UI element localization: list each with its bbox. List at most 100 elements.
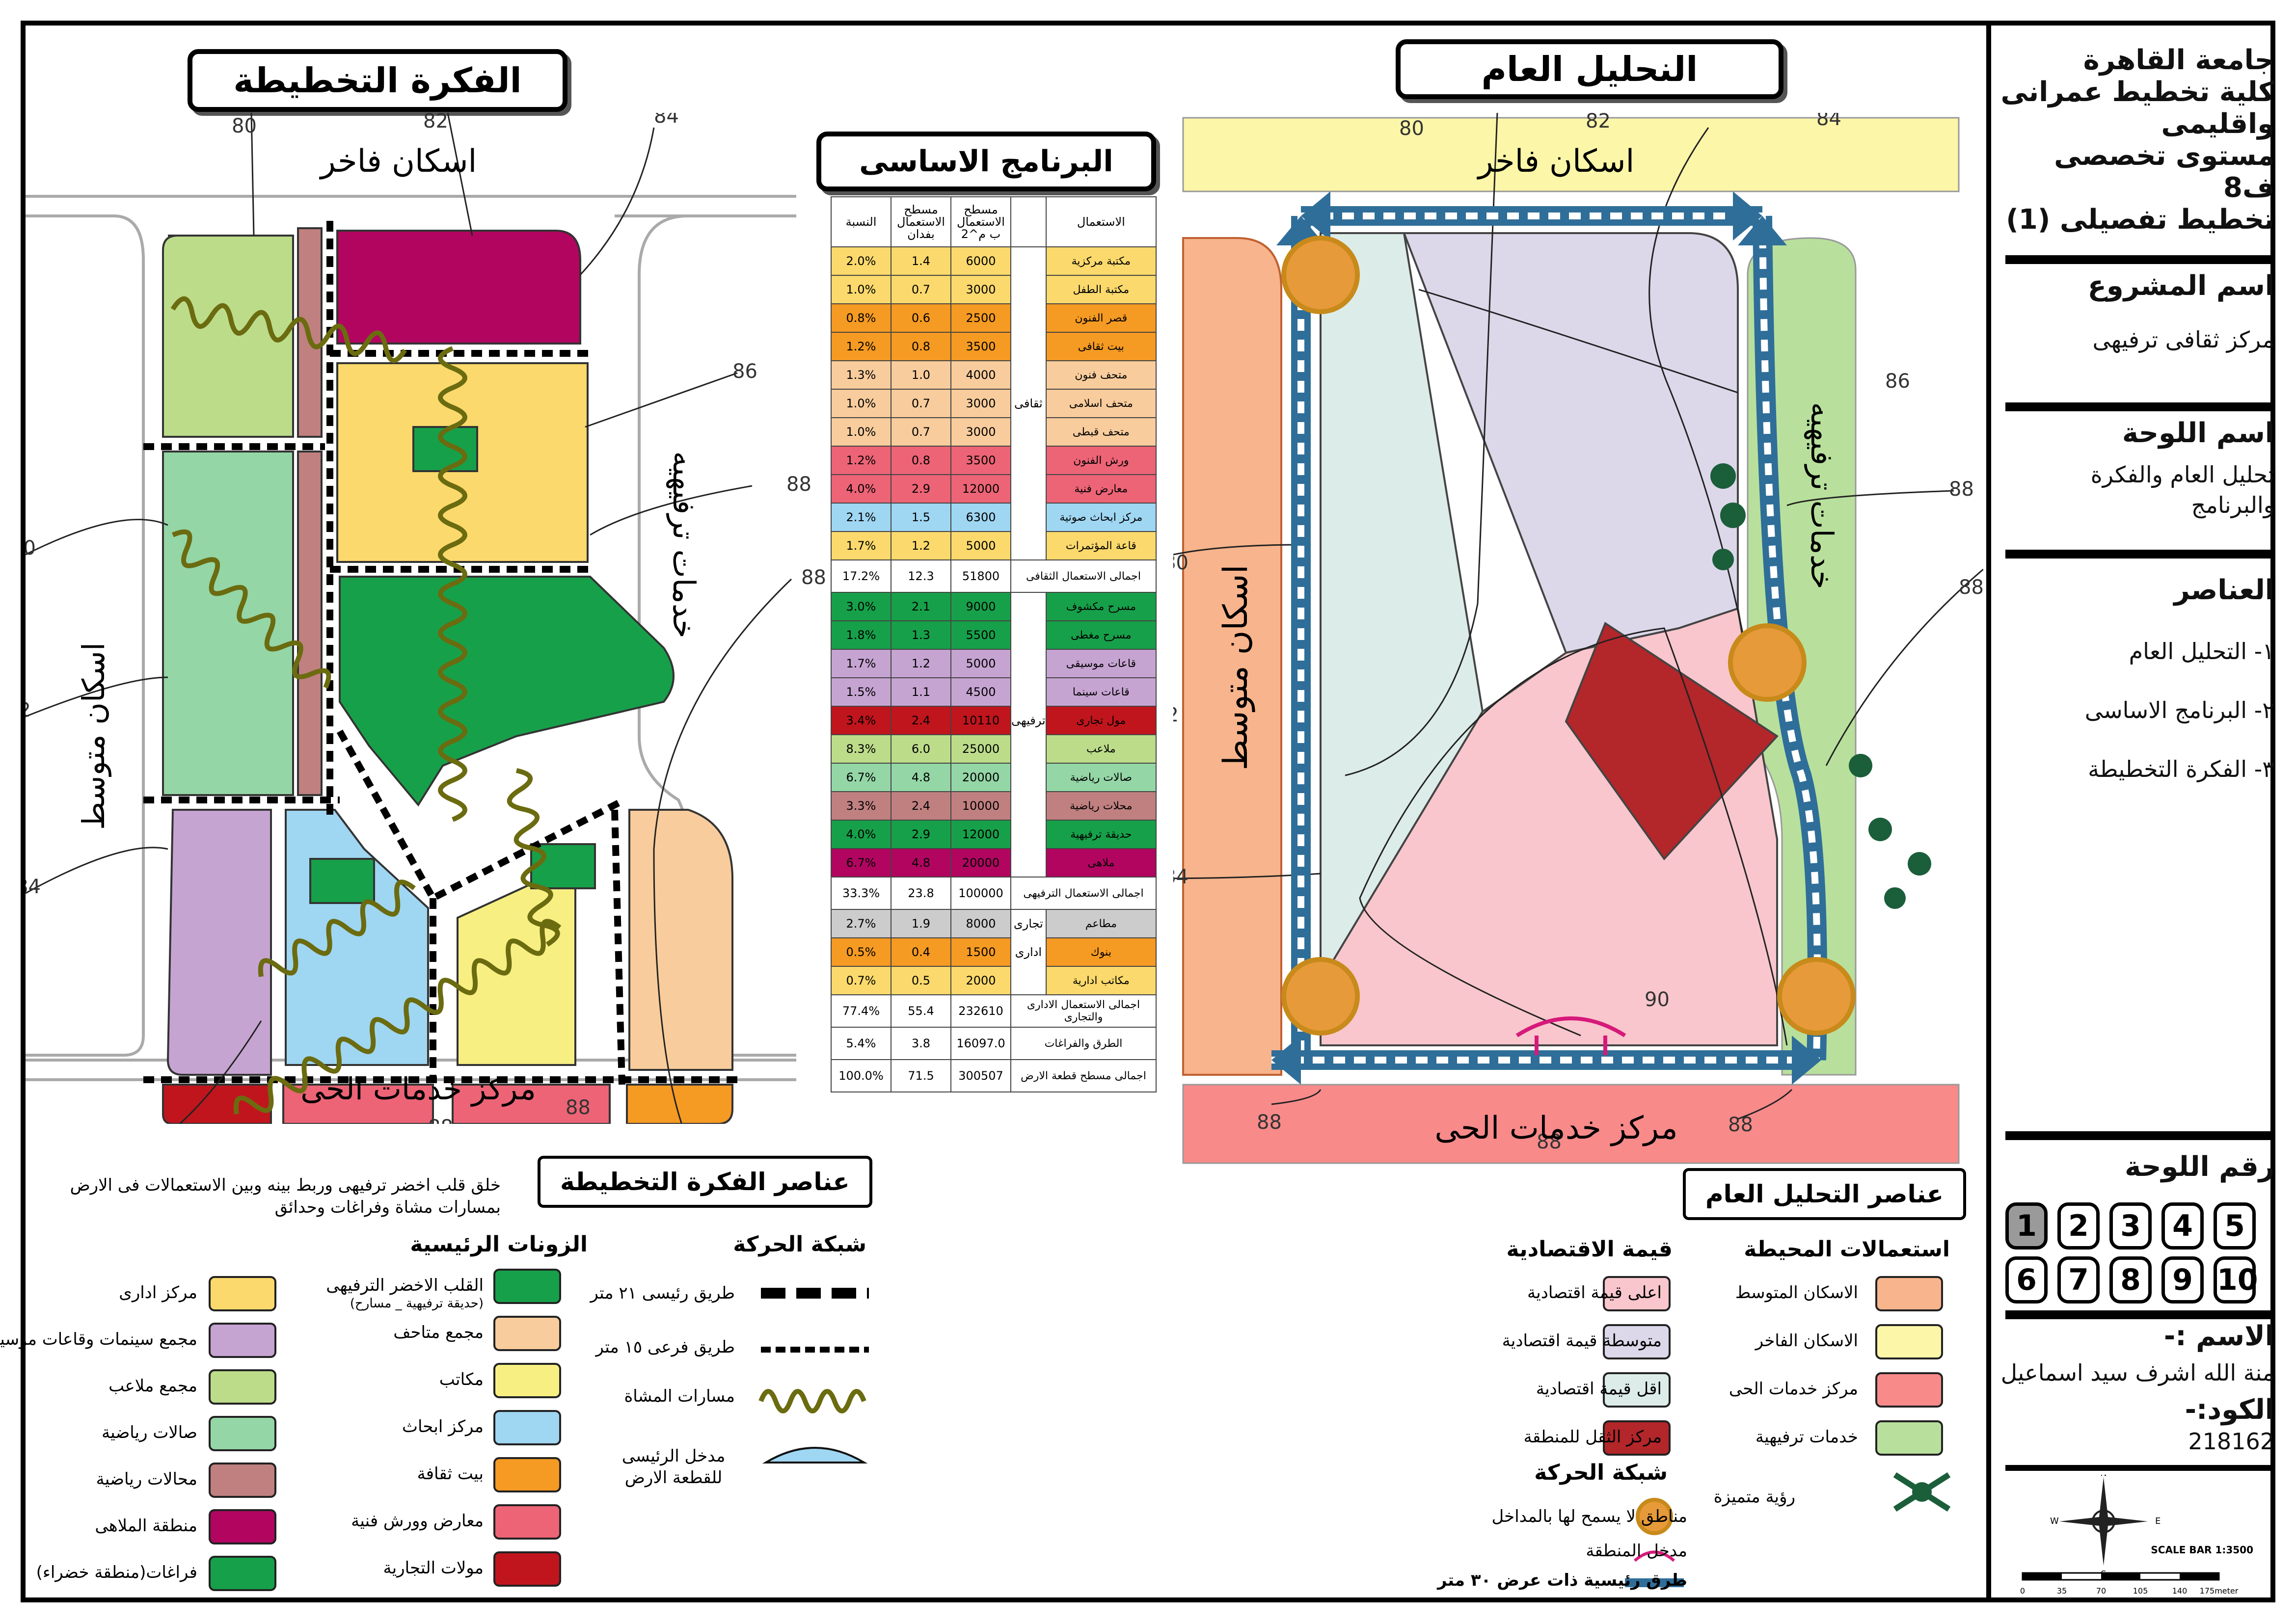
table-cell-m2: 3500: [950, 332, 1011, 361]
contour-labels: 80 82 84 86 88 80 82 84 88 88 88 88: [26, 113, 826, 1124]
sheet-number[interactable]: 10: [2214, 1256, 2258, 1304]
zone-left-swatch: [209, 1323, 276, 1358]
sheet-number[interactable]: 3: [2109, 1202, 2152, 1250]
divider: [2005, 1310, 2270, 1319]
scale-tick: 105: [2133, 1586, 2148, 1596]
contour-label: 84: [26, 876, 41, 898]
table-cell-pct: 8.3%: [831, 734, 891, 764]
board-label: اسم اللوحة: [2122, 417, 2274, 449]
sheet-number[interactable]: 7: [2057, 1256, 2100, 1304]
group-cell: ادارى: [1010, 938, 1047, 966]
zone-mid-swatch: [493, 1410, 561, 1445]
table-cell-m2: 100000: [950, 877, 1011, 910]
table-cell-m2: 5000: [950, 531, 1011, 560]
zone-left-swatch: [209, 1556, 276, 1591]
zone-mid-label: مركز ابحاث: [402, 1417, 484, 1437]
contour-label: 80: [1399, 117, 1424, 140]
sheet-number[interactable]: 1: [2005, 1202, 2048, 1250]
university-line: مستوى تخصصى ف8: [2054, 140, 2274, 204]
table-cell-pct: 4.0%: [831, 474, 891, 504]
sheet-number[interactable]: 6: [2005, 1256, 2048, 1304]
table-cell-pct: 6.7%: [831, 848, 891, 878]
sheet-frame: [21, 21, 2275, 1602]
surround-label: مركز خدمات الحى: [1729, 1379, 1858, 1399]
analysis-map: 80 82 84 86 88 88 80 82 84 88 88 88 90: [1173, 113, 1983, 1164]
group-cell: [1010, 678, 1047, 706]
table-cell-pct: 2.0%: [831, 246, 891, 276]
movement-item: طريق رئيسى ٢١ متر: [590, 1283, 735, 1303]
scale-label: SCALE BAR 1:3500: [2151, 1544, 2253, 1556]
table-cell-pct: 3.3%: [831, 791, 891, 821]
contour-lines: [26, 113, 792, 1124]
table-cell-pct: 17.2%: [831, 559, 891, 593]
zone-mid-swatch: [493, 1504, 561, 1540]
table-cell-fed: 0.4: [891, 937, 951, 967]
table-cell-use: قاعات سينما: [1045, 677, 1157, 707]
road-arrow-icons: [1271, 191, 1821, 1085]
program-title: البرنامج الاساسى: [816, 132, 1156, 191]
table-cell-use: مكتبة الطفل: [1045, 275, 1157, 304]
view-icons: [1710, 463, 1931, 909]
table-cell-fed: 1.0: [891, 360, 951, 390]
group-cell: [1010, 849, 1047, 877]
table-cell-m2: 25000: [950, 734, 1011, 764]
table-cell-fed: 0.5: [891, 966, 951, 995]
table-cell-fed: 1.1: [891, 677, 951, 707]
zone-left-swatch: [209, 1369, 276, 1405]
table-cell-use: مطاعم: [1045, 909, 1157, 938]
concept-note: بمسارات مشاة وفراغات وحدائق: [274, 1197, 501, 1217]
sheet-number[interactable]: 4: [2161, 1202, 2204, 1250]
surround-title: استعمالات المحيطة: [1744, 1237, 1950, 1262]
compass-scale: N S E W SCALE BAR 1:3500 03570105140175m…: [2020, 1475, 2253, 1596]
project-label: اسم المشروع: [2087, 270, 2274, 302]
table-cell-m2: 3500: [950, 446, 1011, 475]
sheet-number[interactable]: 5: [2214, 1202, 2256, 1250]
element-item: ٣- الفكرة التخطيطة: [2088, 756, 2274, 782]
table-cell-use: ملاعب: [1045, 734, 1157, 764]
zone-left-label: فراغات(منطقة خضراء): [36, 1563, 197, 1582]
table-cell-use: حديقة ترفيهية: [1045, 820, 1157, 849]
table-cell-m2: 232610: [950, 994, 1011, 1028]
scale-tick: 35: [2057, 1586, 2067, 1596]
zone-left-label: منطقة الملاهى: [95, 1516, 197, 1536]
table-cell-m2: 6300: [950, 503, 1011, 532]
table-cell-pct: 0.5%: [831, 937, 891, 967]
scale-tick: 70: [2096, 1586, 2106, 1596]
movement-swatches: [758, 1288, 869, 1463]
table-cell-fed: 1.2: [891, 649, 951, 678]
surround-label: الاسكان الفاخر: [1755, 1331, 1858, 1351]
contour-label: 88: [1728, 1114, 1753, 1136]
table-cell-fed: 6.0: [891, 734, 951, 764]
sheet-number[interactable]: 2: [2057, 1202, 2100, 1250]
concept-map: 80 82 84 86 88 80 82 84 88 88 88 88 اسكا…: [26, 113, 826, 1124]
table-cell-fed: 0.6: [891, 303, 951, 333]
table-header: مسطح الاستعمال بفدان: [891, 196, 951, 247]
table-cell-m2: 12000: [950, 474, 1011, 504]
group-cell: [1010, 304, 1047, 332]
group-cell: [1010, 649, 1047, 678]
group-cell: ثقافى: [1010, 389, 1047, 418]
divider: [2005, 550, 2270, 559]
compass-n: N: [2100, 1475, 2107, 1478]
table-cell-pct: 1.5%: [831, 677, 891, 707]
group-cell: [1010, 735, 1047, 763]
table-cell-use: متحف قبطى: [1045, 417, 1157, 447]
contour-label: 80: [26, 537, 36, 559]
university-line: واقليمى: [2161, 108, 2274, 140]
sheet-number[interactable]: 8: [2109, 1256, 2152, 1304]
contour-labels: 80 82 84 86 88 88 80 82 84 88 88 88 90: [1173, 113, 1983, 1153]
sheet-number[interactable]: 9: [2161, 1256, 2204, 1304]
compass-e: E: [2155, 1516, 2161, 1526]
zone-mid-swatch: [493, 1269, 561, 1304]
table-cell-fed: 3.8: [891, 1027, 951, 1060]
table-cell-pct: 3.4%: [831, 706, 891, 735]
contour-label: 88: [1959, 576, 1983, 599]
table-cell-m2: 9000: [950, 592, 1011, 621]
table-cell-pct: 1.2%: [831, 446, 891, 475]
zone-left-label: مجمع سينمات وقاعات موسيقى: [0, 1330, 197, 1349]
university-line: جامعة القاهرة: [2083, 44, 2274, 76]
name-label: الاسم :-: [2163, 1320, 2274, 1352]
